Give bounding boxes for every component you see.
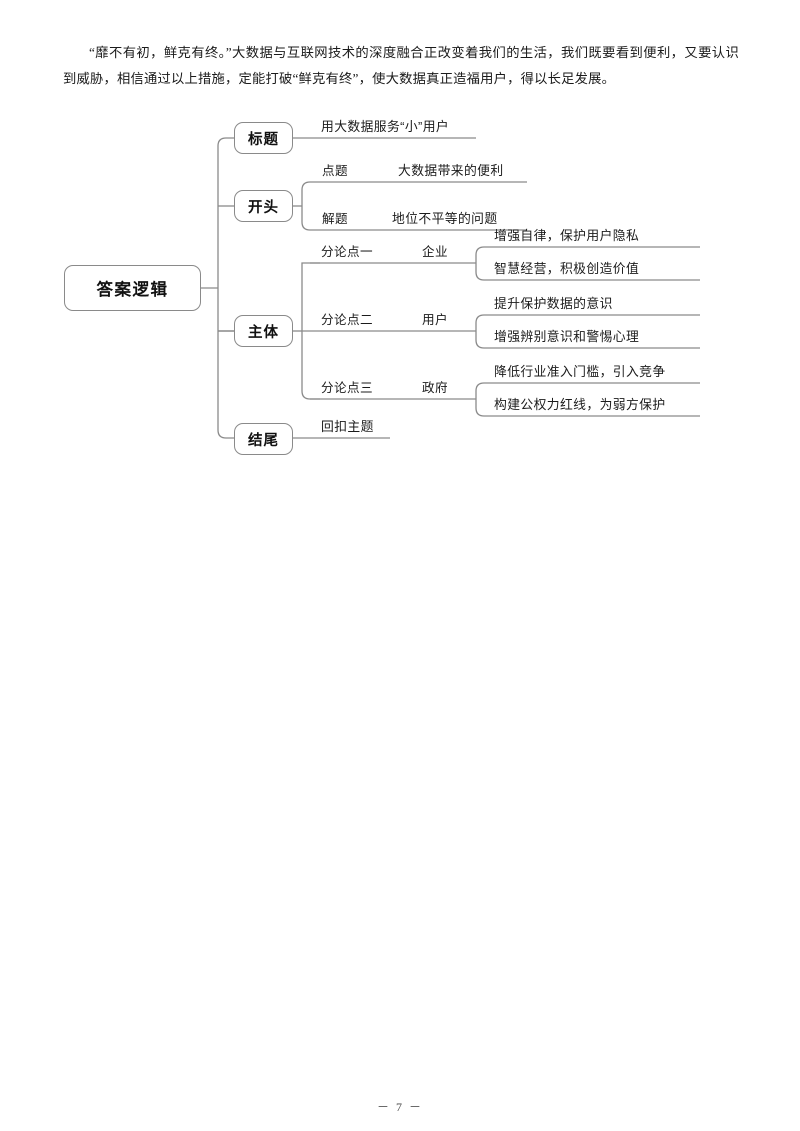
connector-leafbracket1: [475, 246, 485, 281]
mindmap-branch-biaoti[interactable]: 标题: [234, 122, 293, 154]
mindmap-root-label: 答案逻辑: [96, 280, 169, 299]
mindmap-leaf-zhuti-1a: 增强自律，保护用户隐私: [494, 228, 640, 243]
mindmap-connectors: [201, 137, 700, 439]
mindmap-branch-jiewei-label: 结尾: [248, 432, 279, 449]
mindmap-actor-zhuti-1: 企业: [422, 245, 448, 259]
paragraph-text: “靡不有初，鲜克有终。”大数据与互联网技术的深度融合正改变着我们的生活，我们既要…: [63, 45, 739, 86]
mindmap-actor-zhuti-2: 用户: [422, 313, 448, 327]
mindmap-branch-kaitou-label: 开头: [248, 199, 279, 216]
mindmap-mid-zhuti-2: 分论点二: [321, 313, 373, 327]
mindmap-root-node[interactable]: 答案逻辑: [64, 265, 201, 311]
mindmap-leaf-jiewei-1: 回扣主题: [321, 419, 374, 434]
mindmap-branch-zhuti-label: 主体: [248, 324, 279, 341]
mindmap-branch-kaitou[interactable]: 开头: [234, 190, 293, 222]
connector-trunk: [217, 137, 234, 439]
mindmap-leaf-zhuti-1b: 智慧经营，积极创造价值: [494, 261, 640, 276]
mindmap-mid-zhuti-3: 分论点三: [321, 381, 373, 395]
page-footer: － 7 －: [0, 1098, 800, 1115]
mindmap-leaf-zhuti-3a: 降低行业准入门槛，引入竞争: [494, 364, 666, 379]
connector-kaitou-bracket: [301, 181, 311, 231]
mindmap-branch-biaoti-label: 标题: [248, 131, 279, 148]
mindmap-mid-kaitou-1: 点题: [322, 164, 348, 178]
mindmap-diagram: 答案逻辑 标题 开头 主体 结尾 用大数据服务“小”用户 点题 大数据带来的便利…: [0, 100, 800, 480]
mindmap-branch-zhuti[interactable]: 主体: [234, 315, 293, 347]
mindmap-leaf-zhuti-2a: 提升保护数据的意识: [494, 296, 613, 311]
mindmap-leaf-kaitou-2: 地位不平等的问题: [392, 211, 498, 226]
mindmap-mid-zhuti-1: 分论点一: [321, 245, 373, 259]
mindmap-leaf-biaoti-1: 用大数据服务“小”用户: [321, 119, 450, 134]
mindmap-leaf-zhuti-2b: 增强辨别意识和警惕心理: [494, 329, 640, 344]
mindmap-branch-jiewei[interactable]: 结尾: [234, 423, 293, 455]
body-paragraph: “靡不有初，鲜克有终。”大数据与互联网技术的深度融合正改变着我们的生活，我们既要…: [63, 40, 739, 92]
connector-leafbracket2: [475, 314, 485, 349]
connector-leafbracket3: [475, 382, 485, 417]
mindmap-actor-zhuti-3: 政府: [422, 381, 448, 395]
mindmap-leaf-zhuti-3b: 构建公权力红线，为弱方保护: [494, 397, 666, 412]
page-number: － 7 －: [376, 1100, 423, 1114]
mindmap-leaf-kaitou-1: 大数据带来的便利: [398, 163, 504, 178]
mindmap-mid-kaitou-2: 解题: [322, 212, 348, 226]
